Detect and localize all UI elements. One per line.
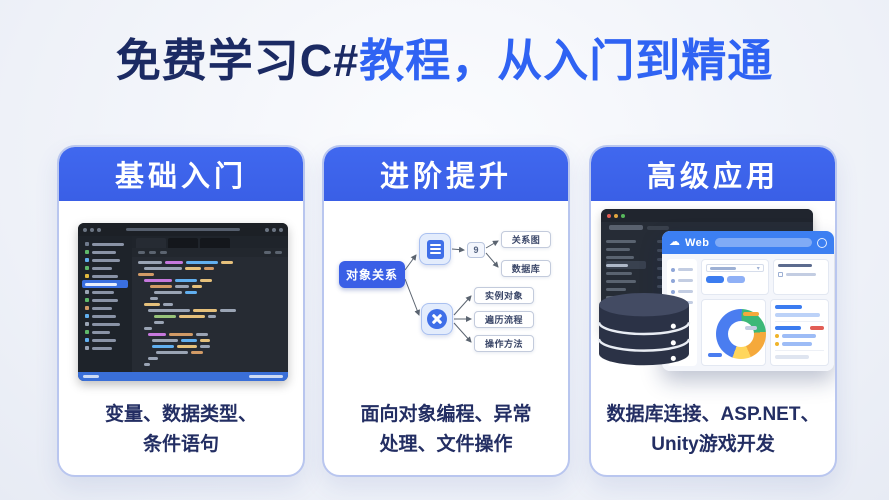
- file-item: [82, 304, 128, 312]
- editor-main: [78, 236, 288, 372]
- minimize-icon: [265, 227, 269, 232]
- back-window-tabrow: [601, 222, 813, 233]
- resource-panel: [772, 259, 829, 295]
- editor-window-title: [126, 228, 240, 231]
- bullet-icon: [775, 342, 780, 346]
- card-intermediate: 进阶提升 对象关系: [322, 145, 570, 477]
- sql-document-icon: [419, 233, 451, 265]
- chart-callout: [708, 353, 722, 357]
- dropdown-select: ▾: [706, 264, 764, 272]
- file-item: [82, 328, 128, 336]
- editor-titlebar: [78, 223, 288, 236]
- diagram-label: 遍历流程: [474, 311, 534, 328]
- bullet-icon: [775, 334, 780, 338]
- selected-file-item: [82, 280, 128, 288]
- editor-breadcrumb-bar: [132, 248, 288, 257]
- file-item: [82, 312, 128, 320]
- editor-pane: [132, 236, 288, 372]
- card-intermediate-caption: 面向对象编程、异常处理、文件操作: [360, 404, 532, 455]
- menu-item: [671, 264, 693, 275]
- editor-status-bar: [78, 372, 288, 381]
- file-explorer-tree: [78, 236, 132, 372]
- diagram-label: 操作方法: [474, 335, 534, 352]
- chart-callout: [743, 312, 760, 316]
- dashboard-illustration: ☁ Web: [596, 209, 834, 375]
- diagram-label: 实例对象: [474, 287, 534, 304]
- dashboard-header: ☁ Web: [662, 231, 834, 254]
- dashboard-app-name: Web: [685, 236, 710, 249]
- editor-toolbar-icon: [97, 227, 101, 232]
- card-basics-header: 基础入门: [59, 147, 303, 201]
- card-advanced-body: ☁ Web: [591, 201, 835, 475]
- file-item: [82, 336, 128, 344]
- database-icon: [597, 292, 691, 366]
- editor-toolbar-icon: [83, 227, 87, 232]
- editor-tab: [136, 238, 166, 248]
- file-item: [82, 272, 128, 280]
- mindmap-diagram: 对象关系 9 关系图 数据库 实例对象 遍历流程 操作方法: [331, 215, 565, 373]
- card-basics-body: 变量、数据类型、条件语句: [59, 201, 303, 475]
- code-editor-screenshot: [78, 223, 288, 381]
- file-item: [82, 288, 128, 296]
- editor-toolbar-icon: [90, 227, 94, 232]
- dashboard-main: ▾: [701, 259, 829, 366]
- card-advanced: 高级应用: [589, 145, 837, 477]
- card-intermediate-body: 对象关系 9 关系图 数据库 实例对象 遍历流程 操作方法 面向对象编程、异常处…: [324, 201, 568, 475]
- card-advanced-caption: 数据库连接、ASP.NET、Unity游戏开发: [606, 404, 820, 455]
- editor-tab: [200, 238, 230, 248]
- dashboard-search-input: [714, 238, 812, 247]
- title-blue-part: 教程，从入门到精通: [359, 35, 774, 86]
- file-item: [82, 344, 128, 352]
- diagram-connectors: [404, 240, 499, 343]
- diagram-root-node: 对象关系: [339, 261, 405, 288]
- web-dashboard-window: ☁ Web: [662, 231, 834, 371]
- card-basics: 基础入门: [57, 145, 305, 477]
- dashboard-body: ▾: [662, 254, 834, 371]
- maximize-icon: [272, 227, 276, 232]
- menu-item: [671, 275, 693, 286]
- menu-item: [671, 286, 693, 297]
- file-item: [82, 256, 128, 264]
- donut-chart: [716, 309, 766, 359]
- diagram-label: 数据库: [501, 260, 551, 277]
- primary-button: [706, 276, 724, 283]
- code-area: [132, 257, 288, 372]
- file-item: [82, 296, 128, 304]
- donut-chart-panel: [701, 299, 767, 366]
- stats-panel: [770, 299, 829, 366]
- chart-callout: [745, 326, 758, 330]
- checkbox-icon: [777, 272, 783, 277]
- back-window-titlebar: [601, 209, 813, 222]
- card-advanced-header: 高级应用: [591, 147, 835, 201]
- title-dark-part: 免费学习C#: [115, 35, 360, 86]
- file-item: [82, 264, 128, 272]
- file-item: [82, 240, 128, 248]
- filter-panel: ▾: [701, 259, 769, 295]
- page-title: 免费学习C#教程，从入门到精通: [0, 24, 889, 89]
- minimize-icon: [614, 213, 618, 218]
- alert-badge: [810, 326, 824, 330]
- close-icon: [607, 213, 611, 218]
- csharp-circle-icon: [421, 303, 453, 335]
- diagram-label: 关系图: [501, 231, 551, 248]
- editor-tabs: [132, 236, 288, 248]
- file-item: [82, 320, 128, 328]
- file-item: [82, 248, 128, 256]
- diagram-mid-node: 9: [467, 242, 485, 258]
- secondary-button: [727, 276, 745, 283]
- close-icon: [279, 227, 283, 232]
- card-intermediate-header: 进阶提升: [324, 147, 568, 201]
- search-icon: [817, 237, 827, 248]
- cloud-icon: ☁: [669, 236, 680, 248]
- editor-tab: [168, 238, 198, 248]
- maximize-icon: [621, 213, 625, 218]
- card-basics-caption: 变量、数据类型、条件语句: [104, 404, 257, 455]
